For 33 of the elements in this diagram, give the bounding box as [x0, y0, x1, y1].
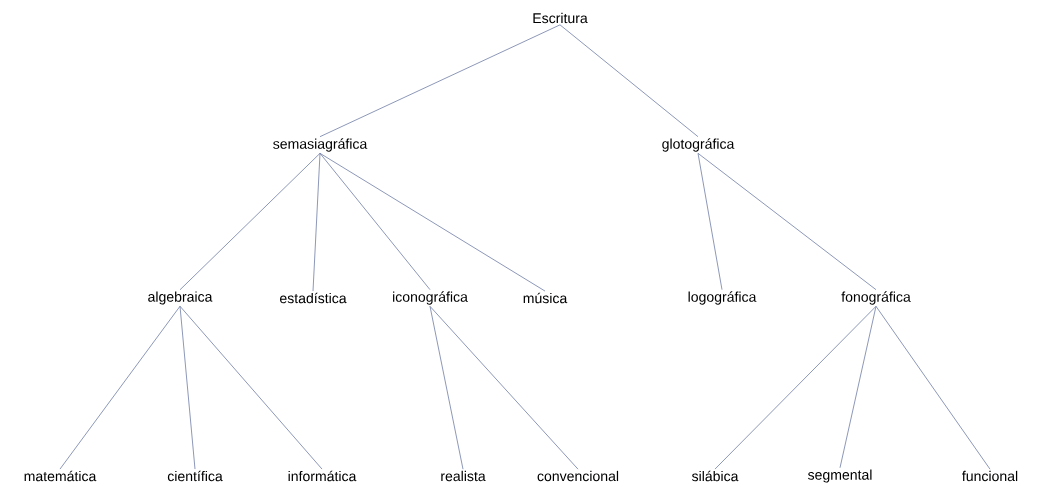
- node-label: segmental: [808, 469, 872, 483]
- tree-line: [319, 152, 431, 291]
- tree-line: [179, 305, 323, 470]
- node-label: semasiagráfica: [273, 138, 368, 152]
- tree-line: [179, 152, 321, 291]
- tree-line: [59, 305, 181, 470]
- tree-line: [429, 305, 464, 470]
- node-label: logográfica: [688, 291, 757, 305]
- node-label: fonográfica: [841, 291, 911, 305]
- tree-line: [319, 24, 561, 138]
- tree-line: [697, 152, 877, 291]
- node-label: realista: [441, 470, 486, 482]
- node-label: silábica: [691, 470, 739, 482]
- tree-line: [714, 305, 877, 470]
- tree-line: [697, 152, 723, 291]
- tree-line: [839, 305, 877, 469]
- node-label: estadística: [280, 292, 347, 304]
- tree-line: [875, 305, 991, 470]
- node-label: algebraica: [148, 291, 213, 305]
- node-label: Escritura: [533, 12, 588, 24]
- tree-line: [559, 24, 699, 138]
- node-label: informática: [288, 470, 357, 482]
- node-label: matemática: [24, 470, 97, 482]
- node-label: iconográfica: [393, 291, 468, 305]
- tree-line: [319, 152, 546, 292]
- node-label: convencional: [537, 470, 619, 482]
- node-label: glotográfica: [662, 138, 735, 152]
- tree-line: [312, 152, 321, 292]
- tree-line: [429, 305, 579, 470]
- node-label: científica: [167, 470, 223, 482]
- tree-line: [179, 305, 196, 470]
- node-label: funcional: [962, 470, 1018, 482]
- node-label: música: [523, 292, 568, 304]
